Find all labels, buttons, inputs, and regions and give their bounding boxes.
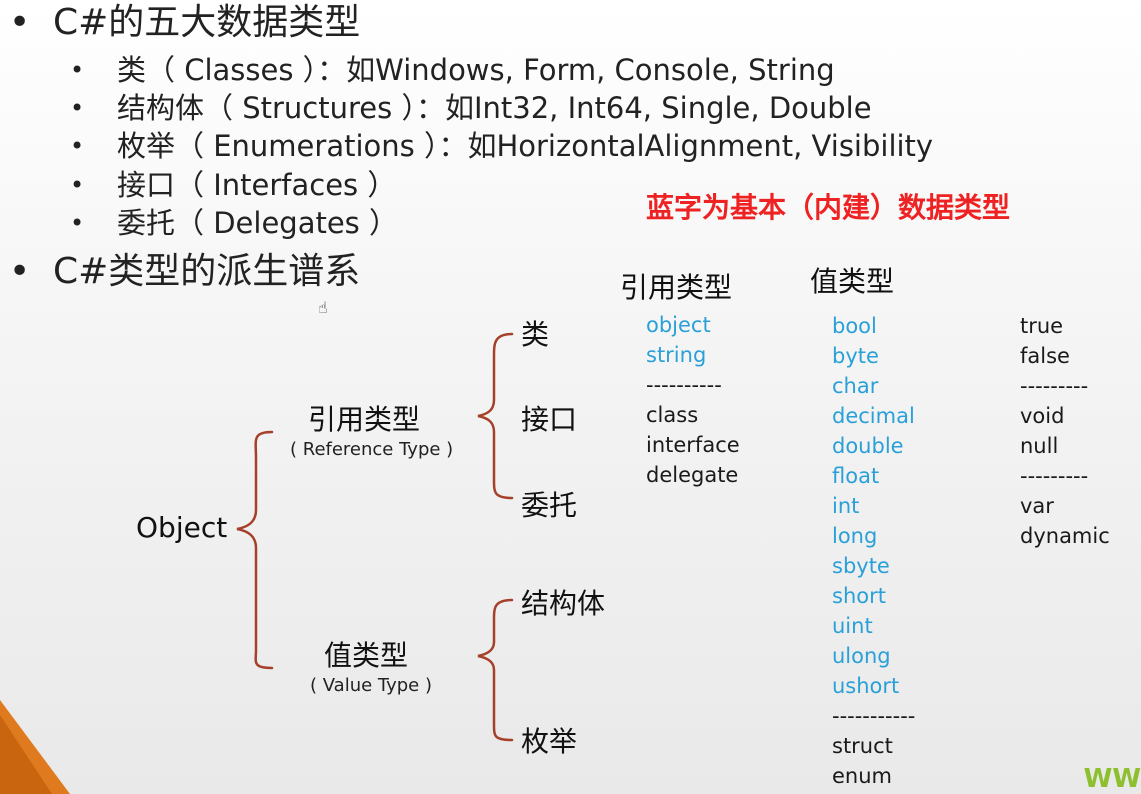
value-type-list: bool byte char decimal double float int long sby… — [832, 311, 915, 791]
tree-node-delegate: 委托 — [521, 489, 578, 522]
type-list-item: int — [832, 494, 860, 518]
hand-cursor-icon: ☝ — [318, 298, 328, 317]
type-list-item: sbyte — [832, 554, 890, 578]
bullet-enumerations: •枚举（ Enumerations ）：如HorizontalAlignment… — [70, 129, 934, 163]
type-list-item: char — [832, 374, 879, 398]
type-list-item: short — [832, 584, 886, 608]
root-brace — [236, 430, 274, 670]
type-list-item: dynamic — [1020, 524, 1110, 548]
type-list-item: delegate — [646, 463, 739, 487]
bullet-interfaces: •接口（ Interfaces ） — [70, 168, 397, 202]
bullet-structures: •结构体（ Structures ）：如Int32, Int64, Single… — [70, 91, 872, 125]
type-list-item: ----------- — [832, 704, 916, 728]
heading-derivation-text: C#类型的派生谱系 — [53, 251, 361, 292]
type-list-item: ushort — [832, 674, 900, 698]
tree-value-english: ( Value Type ) — [310, 675, 432, 696]
type-list-item: ---------- — [646, 373, 722, 397]
type-list-item: double — [832, 434, 904, 458]
heading-five-types-text: C#的五大数据类型 — [53, 2, 361, 43]
other-keyword-list: true false --------- void null --------- var dy… — [1020, 311, 1110, 551]
tree-root-object: Object — [136, 511, 228, 544]
reference-brace — [477, 332, 514, 500]
heading-derivation: • C#类型的派生谱系 — [9, 251, 361, 292]
builtin-note: 蓝字为基本（内建）数据类型 — [646, 191, 1011, 224]
type-list-item: string — [646, 343, 707, 367]
tree-reference-label: 引用类型 — [308, 403, 421, 436]
tree-node-interface: 接口 — [521, 403, 578, 436]
heading-five-types: • C#的五大数据类型 — [9, 2, 361, 43]
type-list-item: float — [832, 464, 880, 488]
type-list-item: long — [832, 524, 878, 548]
type-list-item: interface — [646, 433, 740, 457]
type-list-item: decimal — [832, 404, 915, 428]
type-list-item: object — [646, 313, 711, 337]
value-column-heading: 值类型 — [810, 265, 895, 298]
type-list-item: enum — [832, 764, 892, 788]
reference-column-heading: 引用类型 — [620, 271, 733, 304]
value-brace — [477, 598, 514, 742]
type-list-item: byte — [832, 344, 879, 368]
type-list-item: null — [1020, 434, 1059, 458]
tree-node-class: 类 — [521, 318, 550, 351]
type-list-item: --------- — [1020, 374, 1089, 398]
type-list-item: class — [646, 403, 699, 427]
type-list-item: uint — [832, 614, 873, 638]
watermark-logo: WW — [1083, 764, 1141, 794]
type-list-item: bool — [832, 314, 877, 338]
tree-value-label: 值类型 — [324, 639, 409, 672]
type-list-item: --------- — [1020, 464, 1089, 488]
type-list-item: true — [1020, 314, 1064, 338]
type-list-item: ulong — [832, 644, 891, 668]
type-list-item: void — [1020, 404, 1065, 428]
bullet-dot: • — [9, 2, 31, 43]
bullet-dot: • — [9, 251, 31, 292]
bullet-delegates: •委托（ Delegates ） — [70, 206, 399, 240]
type-list-item: false — [1020, 344, 1070, 368]
reference-type-list: object string ---------- class interface dele… — [646, 310, 740, 490]
bullet-classes: •类（ Classes ）：如Windows, Form, Console, S… — [70, 53, 835, 87]
tree-node-enum: 枚举 — [521, 725, 578, 758]
tree-node-struct: 结构体 — [521, 587, 606, 620]
type-list-item: struct — [832, 734, 893, 758]
type-list-item: var — [1020, 494, 1054, 518]
tree-reference-english: ( Reference Type ) — [290, 439, 454, 460]
